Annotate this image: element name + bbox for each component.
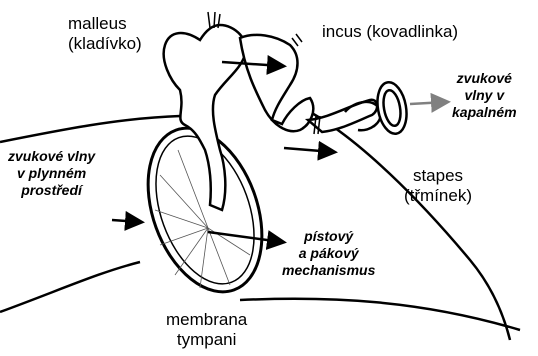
arrow-incoming [112, 220, 140, 222]
stapes-label-line1: stapes [404, 166, 472, 186]
stapes-bone [308, 80, 410, 136]
air-waves-line2: vlny v [452, 87, 517, 104]
air-waves-line1: zvukové [452, 70, 517, 87]
gas-waves-line1: zvukové vlny [8, 148, 95, 165]
stapes-label: stapes (třmínek) [404, 166, 472, 206]
membrane-label: membrana tympani [166, 310, 247, 350]
piston-label: pístový a pákový mechanismus [282, 228, 375, 279]
gas-waves-line2: v plynném [8, 165, 95, 182]
membrane-label-line1: membrana [166, 310, 247, 330]
incus-ligament [292, 34, 302, 46]
gas-waves-line3: prostředí [8, 182, 95, 199]
malleus-label-line1: malleus [68, 14, 142, 34]
piston-label-line3: mechanismus [282, 262, 375, 279]
air-waves-label: zvukové vlny v kapalném [452, 70, 517, 121]
incus-label: incus (kovadlinka) [322, 22, 458, 42]
malleus-label-line2: (kladívko) [68, 34, 142, 54]
arrow-incus [284, 148, 333, 152]
membrane-label-line2: tympani [166, 330, 247, 350]
incus-bone [240, 35, 313, 131]
arrow-outgoing [410, 102, 446, 104]
piston-label-line1: pístový [282, 228, 375, 245]
malleus-label: malleus (kladívko) [68, 14, 142, 54]
middle-ear-floor [240, 299, 520, 330]
piston-label-line2: a pákový [282, 245, 375, 262]
gas-waves-label: zvukové vlny v plynném prostředí [8, 148, 95, 199]
air-waves-line3: kapalném [452, 104, 517, 121]
stapes-label-line2: (třmínek) [404, 186, 472, 206]
malleus-ligament-top [208, 12, 220, 28]
ear-canal-lower-wall [0, 262, 140, 312]
